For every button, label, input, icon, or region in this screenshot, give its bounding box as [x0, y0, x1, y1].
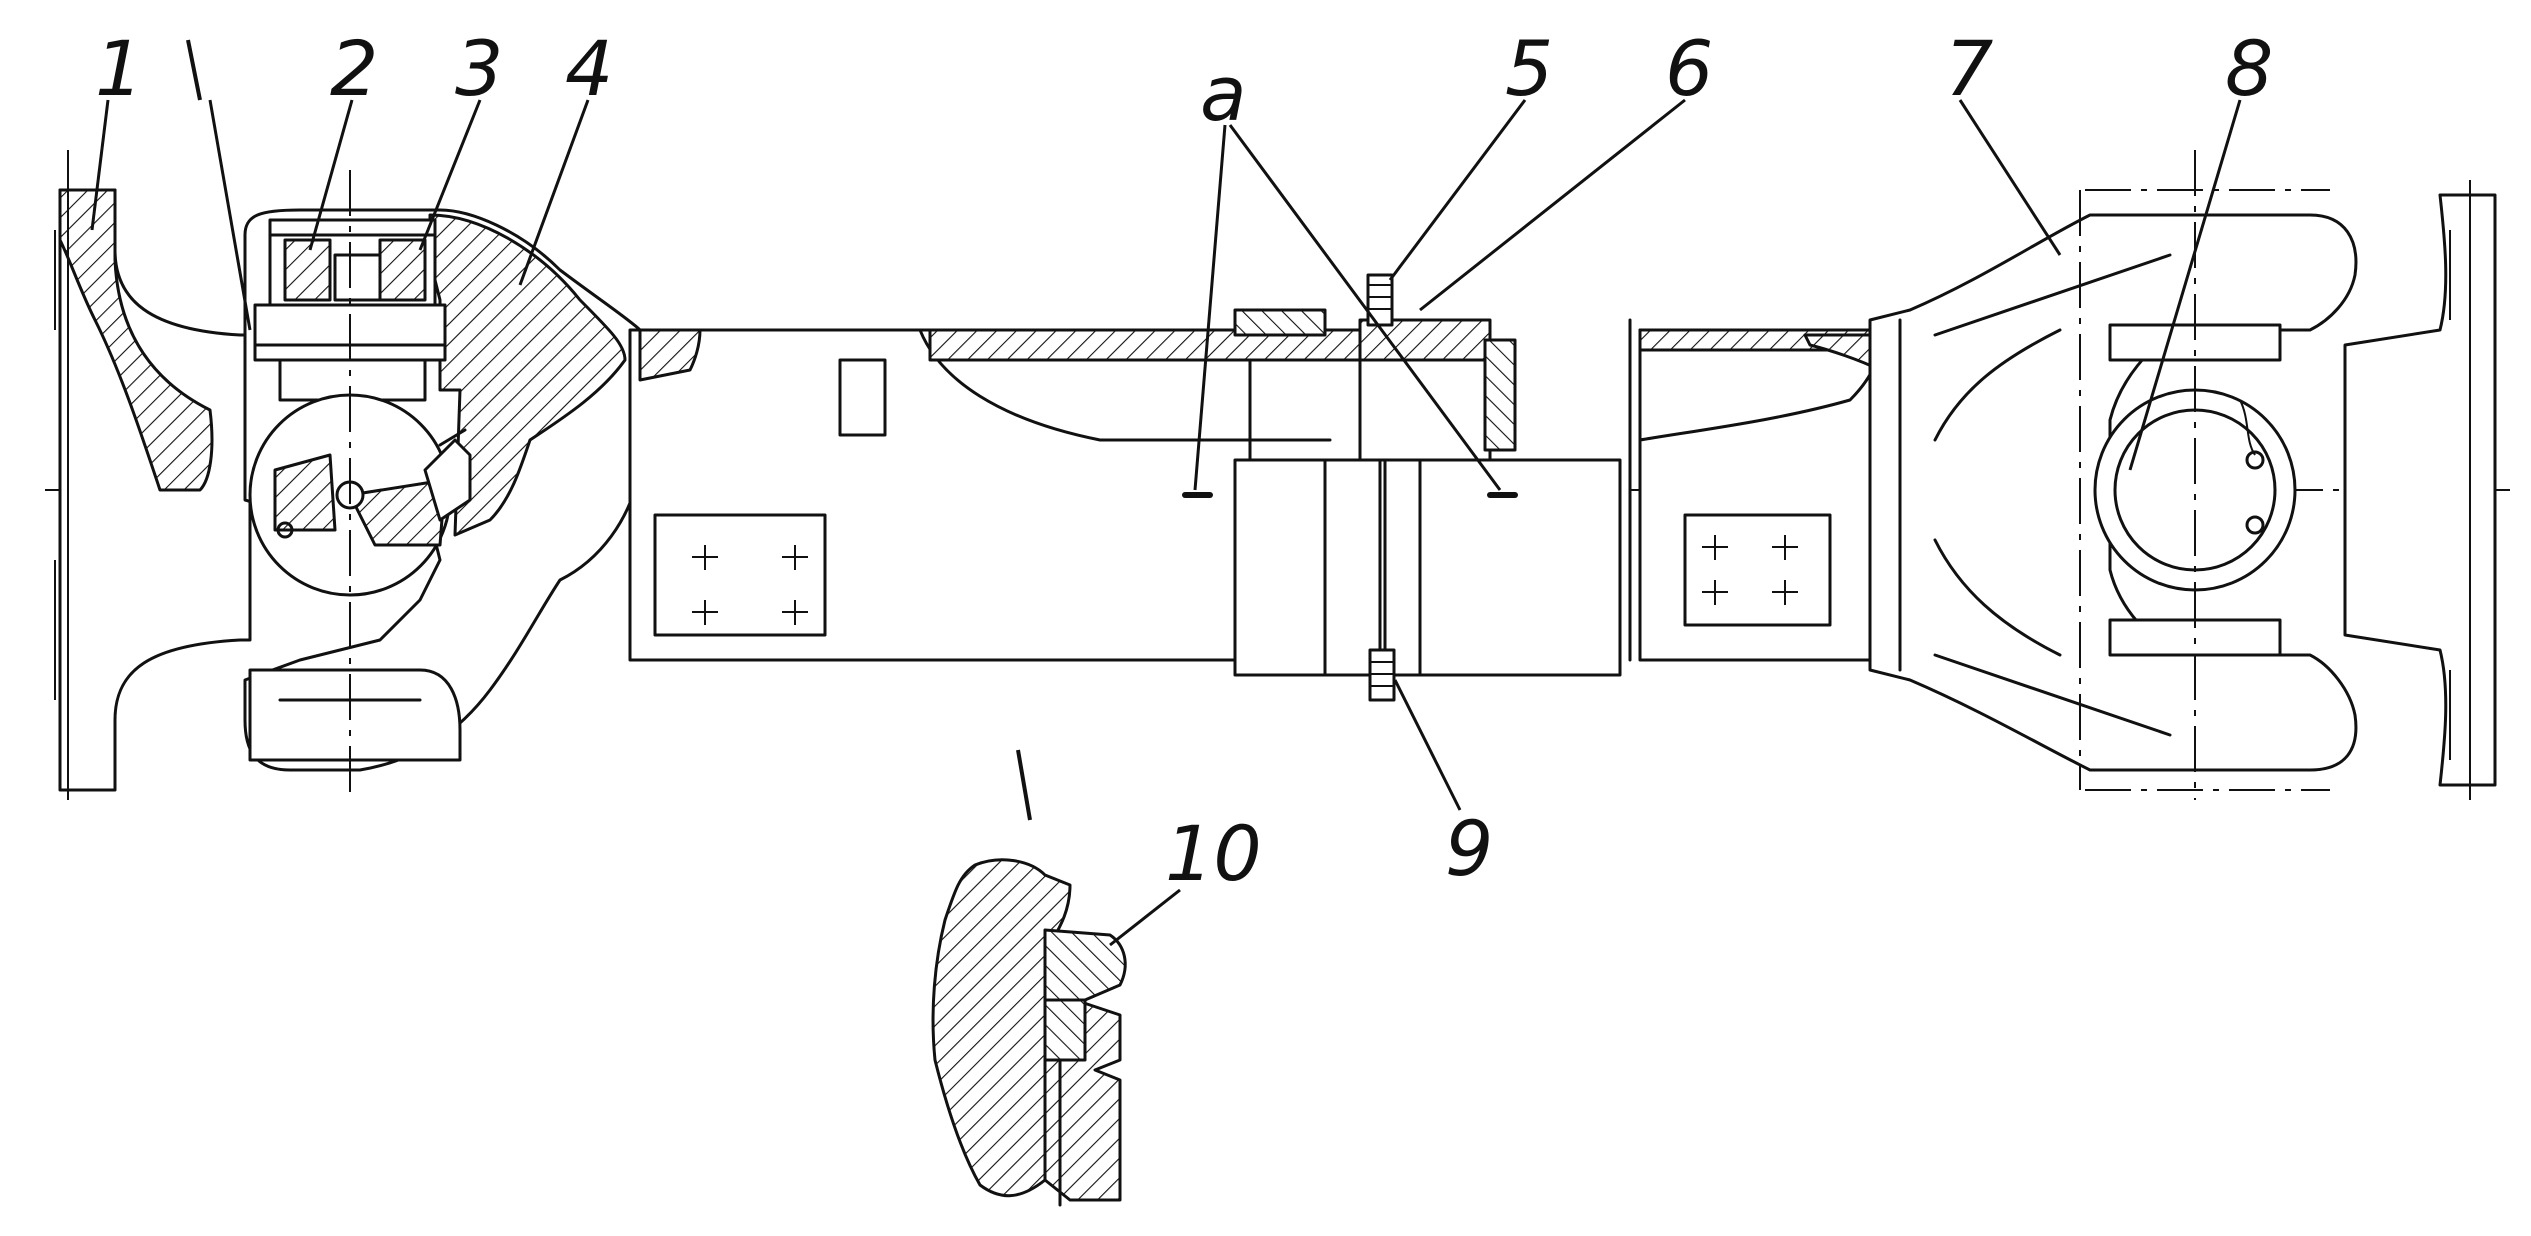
section-mark-I: [186, 39, 202, 101]
callout-3: 3: [455, 24, 503, 113]
callout-6: 6: [1665, 24, 1713, 113]
left-flange: [54, 150, 252, 800]
shaft-tube-left: [628, 308, 1622, 677]
callout-5: 5: [1505, 24, 1553, 113]
callout-10: 10: [1165, 809, 1262, 898]
right-universal-joint: [1868, 150, 2497, 800]
callout-9: 9: [1445, 804, 1493, 893]
centre-clamp: [1358, 273, 1517, 702]
callout-1: 1: [95, 24, 143, 113]
detail-view-I: [931, 749, 1127, 1207]
callout-4: 4: [565, 24, 613, 113]
callout-8: 8: [2225, 24, 2273, 113]
callout-a: a: [1200, 49, 1247, 138]
shaft-tube-right: [1628, 318, 1882, 662]
left-universal-joint: [243, 170, 652, 800]
callout-2: 2: [330, 24, 378, 113]
callout-7: 7: [1945, 24, 1993, 113]
leader-lines: [90, 98, 2242, 947]
callout-labels: 1 2 3 4 a 5 6 7 8 9 10: [95, 24, 2273, 898]
